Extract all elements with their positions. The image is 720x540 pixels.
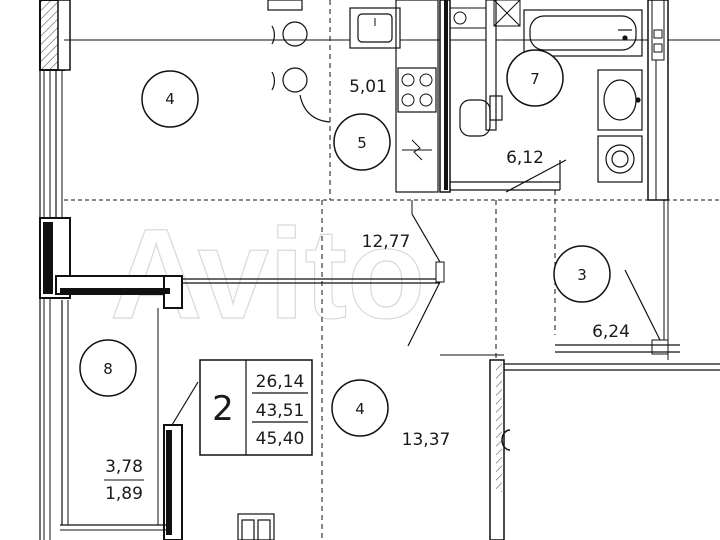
leader-lines (505, 159, 661, 341)
hall-details (407, 200, 445, 347)
room-badge-balcony: 8 3,78 1,89 (79, 339, 144, 504)
room-count: 2 (212, 389, 234, 429)
kitchen-chairs (267, 0, 331, 123)
total-area: 45,40 (256, 429, 305, 449)
room-number: 5 (357, 134, 367, 152)
shaft (439, 0, 560, 193)
kitchen-walls (64, 0, 720, 540)
room-badge-kitchen-niche: 5 5,01 (333, 77, 391, 171)
room-number: 3 (577, 266, 587, 284)
room-number: 8 (103, 360, 113, 378)
room-badge-kitchen: 4 (141, 70, 199, 128)
room-area: 6,12 (506, 148, 544, 168)
living-area: 26,14 (256, 372, 305, 392)
bottom-door (237, 513, 275, 540)
balcony-frame (60, 300, 199, 540)
room-area: 3,78 (105, 457, 143, 477)
left-exterior-wall (39, 0, 71, 540)
apartment-summary: 2 26,14 43,51 45,40 (199, 359, 313, 456)
balcony-wall (55, 275, 440, 309)
watermark-text: Avito (110, 203, 425, 346)
room-number: 4 (355, 400, 365, 418)
room-badge-bedroom: 4 13,37 (331, 379, 451, 450)
kitchen-counter (349, 0, 439, 193)
room-area: 12,77 (362, 232, 411, 252)
entrance-wall (440, 354, 720, 540)
apartment-area: 43,51 (256, 401, 305, 421)
right-exterior-wall (555, 0, 680, 360)
room-number: 4 (165, 90, 175, 108)
room-label-hall: 12,77 (362, 232, 411, 252)
room-area-reduced: 1,89 (105, 484, 143, 504)
bathroom-fixtures (459, 9, 643, 190)
room-area: 6,24 (592, 322, 630, 342)
room-number: 7 (530, 70, 540, 88)
room-area: 13,37 (402, 430, 451, 450)
room-badge-corridor: 3 6,24 (553, 245, 630, 342)
room-badge-bathroom: 7 6,12 (506, 49, 564, 168)
room-area: 5,01 (349, 77, 387, 97)
